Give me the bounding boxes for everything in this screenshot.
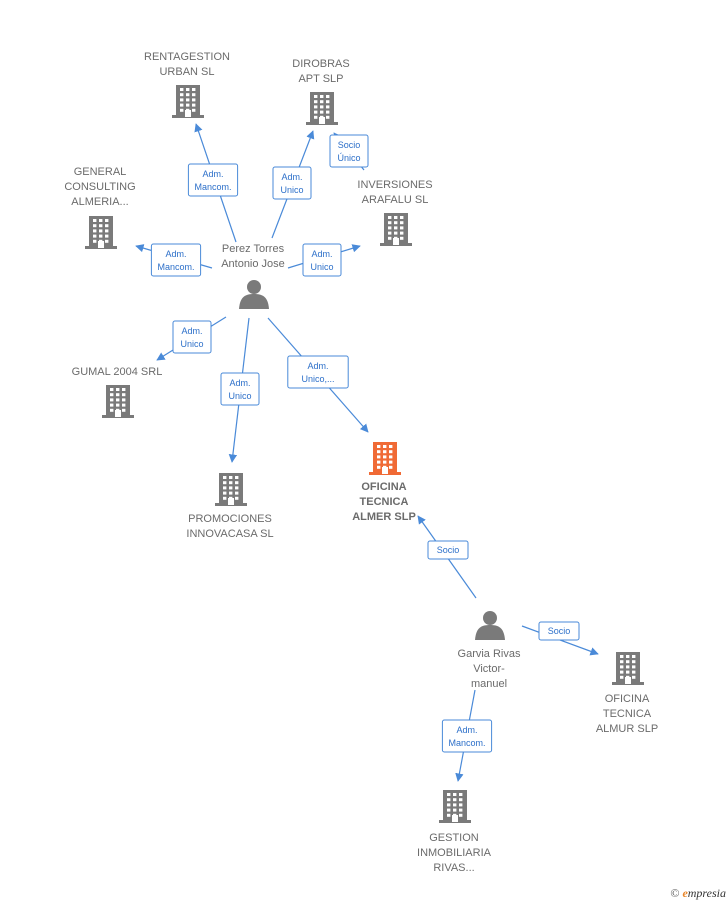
edge-label: Adm.	[456, 725, 477, 735]
footer-brand: © empresia	[670, 886, 726, 901]
edge-label-box[interactable]	[150, 243, 202, 277]
edge-label: Unico	[280, 185, 303, 195]
edge-perez-to-inversiones: Adm. Unico	[287, 243, 361, 277]
node-label: INMOBILIARIA	[417, 847, 492, 859]
edge-label: Adm.	[181, 326, 202, 336]
edges-layer: Adm.Mancom.Adm.UnicoSocioÚnicoAdm.Mancom…	[135, 123, 599, 782]
building-icon[interactable]	[85, 216, 117, 249]
node-label: ALMUR SLP	[596, 723, 658, 735]
edge-garvia-to-oficina_almer: Socio	[417, 515, 477, 599]
edge-label-box[interactable]	[441, 719, 493, 753]
node-label: ALMERIA...	[71, 196, 128, 208]
building-icon[interactable]	[102, 385, 134, 418]
nodes-layer: RENTAGESTION URBAN SL DIROBRAS APT SLP GENER…	[64, 51, 658, 874]
edge-label-box[interactable]	[220, 372, 260, 406]
edge-label: Adm.	[311, 249, 332, 259]
node-dirobras[interactable]: DIROBRAS APT SLP	[292, 58, 350, 125]
node-label: GENERAL	[74, 166, 127, 178]
node-oficina_almer[interactable]: OFICINA TECNICA ALMER SLP	[352, 442, 416, 523]
edge-perez-to-oficina_almer: Adm. Unico,...	[267, 317, 369, 433]
node-label: Perez Torres	[222, 243, 285, 255]
node-oficina_almur[interactable]: OFICINA TECNICA ALMUR SLP	[596, 652, 658, 735]
edge-label: Unico	[180, 339, 203, 349]
node-label: CONSULTING	[64, 181, 135, 193]
node-label: ARAFALU SL	[362, 194, 429, 206]
node-label: OFICINA	[361, 481, 406, 493]
edge-label-box[interactable]	[329, 134, 369, 168]
node-label: URBAN SL	[159, 66, 214, 78]
node-label: Victor-	[473, 663, 505, 675]
edge-label-box[interactable]	[172, 320, 212, 354]
edge-label: Socio	[338, 140, 361, 150]
node-label: GESTION	[429, 832, 479, 844]
edge-label: Adm.	[281, 172, 302, 182]
node-label: RENTAGESTION	[144, 51, 230, 63]
node-gestion[interactable]: GESTION INMOBILIARIA RIVAS...	[417, 790, 492, 874]
person-icon[interactable]	[239, 280, 269, 309]
person-icon[interactable]	[475, 611, 505, 640]
node-label: PROMOCIONES	[188, 513, 272, 525]
edge-label: Adm.	[229, 378, 250, 388]
node-gumal[interactable]: GUMAL 2004 SRL	[72, 366, 163, 418]
brand-name[interactable]: empresia	[682, 886, 726, 900]
edge-label: Adm.	[202, 169, 223, 179]
edge-perez-to-promociones: Adm. Unico	[220, 317, 260, 463]
edge-label-box[interactable]	[427, 540, 469, 560]
edge-label-box[interactable]	[538, 621, 580, 641]
edge-label-box[interactable]	[287, 355, 349, 389]
node-label: Garvia Rivas	[458, 648, 521, 660]
node-label: OFICINA	[605, 693, 650, 705]
building-icon[interactable]	[215, 473, 247, 506]
edge-label: Adm.	[307, 361, 328, 371]
node-label: ALMER SLP	[352, 511, 416, 523]
node-label: GUMAL 2004 SRL	[72, 366, 163, 378]
node-promociones[interactable]: PROMOCIONES INNOVACASA SL	[186, 473, 274, 540]
node-label: DIROBRAS	[292, 58, 349, 70]
edge-perez-to-general: Adm. Mancom.	[135, 243, 213, 277]
edge-label: Unico	[310, 262, 333, 272]
building-icon[interactable]	[172, 85, 204, 118]
edge-label-box[interactable]	[302, 243, 342, 277]
edge-label-box[interactable]	[272, 166, 312, 200]
node-label: Antonio Jose	[221, 258, 285, 270]
node-label: APT SLP	[298, 73, 343, 85]
building-icon[interactable]	[369, 442, 401, 475]
edge-perez-to-dirobras: Adm. Unico	[271, 130, 315, 239]
edge-label: Socio	[548, 626, 571, 636]
node-general[interactable]: GENERAL CONSULTING ALMERIA...	[64, 166, 136, 249]
building-icon[interactable]	[380, 213, 412, 246]
edge-label: Mancom.	[448, 738, 485, 748]
copyright-icon: ©	[670, 886, 680, 900]
building-icon[interactable]	[612, 652, 644, 685]
node-label: manuel	[471, 678, 507, 690]
edge-label: Unico	[228, 391, 251, 401]
building-icon[interactable]	[306, 92, 338, 125]
edge-label: Socio	[437, 545, 460, 555]
edge-label: Unico,...	[301, 374, 334, 384]
node-inversiones[interactable]: INVERSIONES ARAFALU SL	[357, 179, 433, 246]
edge-perez-to-gumal: Adm. Unico	[156, 316, 227, 361]
edge-garvia-to-oficina_almur: Socio	[521, 621, 599, 656]
edge-perez-to-rentagestion: Adm. Mancom.	[187, 123, 239, 243]
edge-label: Adm.	[165, 249, 186, 259]
edge-label-box[interactable]	[187, 163, 239, 197]
edge-garvia-to-gestion: Adm. Mancom.	[441, 689, 493, 782]
edge-label: Mancom.	[157, 262, 194, 272]
node-rentagestion[interactable]: RENTAGESTION URBAN SL	[144, 51, 230, 118]
edge-label: Mancom.	[194, 182, 231, 192]
node-label: INVERSIONES	[357, 179, 432, 191]
edge-label: Único	[337, 153, 360, 163]
node-label: TECNICA	[603, 708, 652, 720]
node-label: INNOVACASA SL	[186, 528, 273, 540]
node-label: RIVAS...	[433, 862, 474, 874]
building-icon[interactable]	[439, 790, 471, 823]
node-label: TECNICA	[360, 496, 409, 508]
